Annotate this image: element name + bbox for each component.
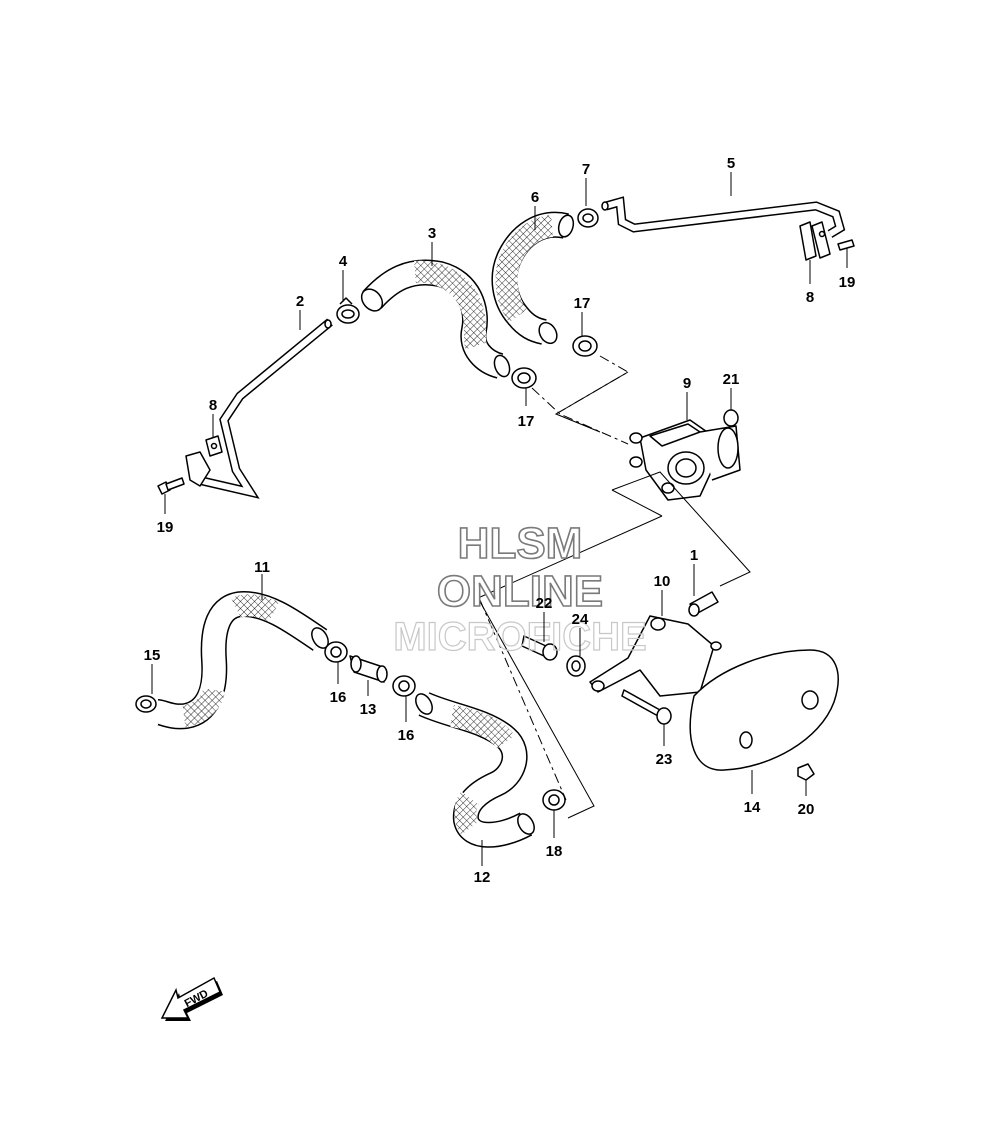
callout-4: 4 [339,253,348,270]
callout-19-right: 19 [839,274,856,291]
watermark-line2: ONLINE [437,567,603,616]
callout-16-left: 16 [330,689,347,706]
callout-5: 5 [727,155,735,172]
guide-line [531,387,629,445]
callout-9: 9 [683,375,691,392]
nut-20 [797,763,815,781]
guide-line [554,371,629,433]
callout-22: 22 [536,595,553,612]
guide-line [555,355,629,415]
watermark: HLSM ONLINE MICROFICHE [393,518,648,659]
clamp-4 [336,297,360,324]
guide-line [479,599,567,801]
callout-20: 20 [798,801,815,818]
callout-7: 7 [582,161,590,178]
clamp-17-upper [572,335,598,357]
hose-12 [415,692,535,848]
watermark-line3: MICROFICHE [393,615,646,659]
clamp-7 [577,208,599,228]
bracket-10 [589,615,722,697]
callout-17-upper: 17 [574,295,591,312]
callout-16-right: 16 [398,727,415,744]
callout-24: 24 [572,611,589,628]
clamp-18 [542,789,566,811]
callout-2: 2 [296,293,304,310]
valve-9 [629,419,741,501]
clamp-17-lower [511,367,537,389]
hose-3 [360,259,511,379]
fwd-arrow-icon: FWD [160,976,223,1021]
joint-13 [349,655,388,683]
pipe-2 [185,318,333,499]
bracket-8-right [799,221,831,261]
cover-14 [689,649,839,771]
callout-8-left: 8 [209,397,217,414]
washer-21 [723,409,739,427]
hose-6 [491,211,575,345]
guide-line [611,471,751,587]
guide-line [477,515,663,819]
callout-12: 12 [474,869,491,886]
bolt-22 [521,635,558,661]
callout-17-lower: 17 [518,413,535,430]
clamp-16-left [324,641,348,663]
callout-14: 14 [744,799,761,816]
bolt-23 [621,689,672,725]
callout-10: 10 [654,573,671,590]
callout-19-left: 19 [157,519,174,536]
callout-3: 3 [428,225,436,242]
guide-line [611,489,663,517]
callout-11: 11 [254,559,270,576]
callout-6: 6 [531,189,539,206]
callout-21: 21 [723,371,740,388]
callout-1: 1 [690,547,698,564]
callout-8-right: 8 [806,289,814,306]
hose-11 [156,590,329,730]
clamp-16-right [392,675,416,697]
watermark-line1: HLSM [458,519,583,568]
bolt-19-left [157,477,185,495]
collar-24 [566,655,586,677]
callouts: 1 2 3 4 5 6 7 8 8 9 10 11 12 13 14 15 16 [144,155,856,886]
bolt-19-right [837,239,855,251]
callout-13: 13 [360,701,377,718]
bracket-8-left [205,435,223,457]
callout-23: 23 [656,751,673,768]
sensor-1 [688,591,719,617]
pipe-5 [601,196,846,238]
callout-15: 15 [144,647,161,664]
callout-18: 18 [546,843,563,860]
clamp-15 [135,695,157,713]
